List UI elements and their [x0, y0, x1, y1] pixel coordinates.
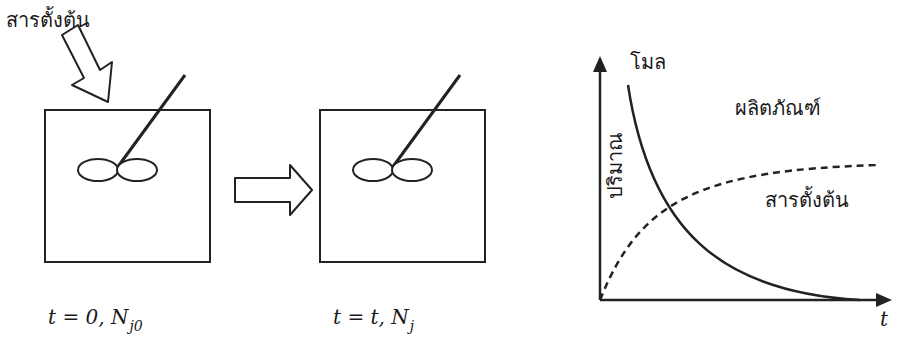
- reactor-vessel: [45, 110, 210, 262]
- impeller-blade: [78, 159, 118, 181]
- reactant-curve: [628, 85, 860, 300]
- stirrer-shaft: [117, 75, 185, 168]
- axis-title: t: [880, 307, 888, 331]
- axis-unit: โมล: [630, 50, 666, 74]
- feed-arrow: [62, 25, 112, 102]
- state-label: t = 0, N: [48, 305, 128, 329]
- time-arrow: [235, 165, 312, 215]
- subscript: j: [410, 318, 414, 335]
- stirrer-shaft: [392, 75, 460, 168]
- y-axis: [599, 68, 602, 300]
- impeller-blade: [392, 159, 432, 181]
- curve-label: ผลิตภัณฑ์: [735, 96, 821, 120]
- impeller-blade: [117, 159, 157, 181]
- subscript: j0: [129, 318, 142, 335]
- axis-title: ปริมาณ: [602, 132, 626, 199]
- axis-arrowhead: [876, 293, 892, 307]
- impeller-blade: [353, 159, 393, 181]
- reactor-vessel: [320, 110, 485, 262]
- product-curve: [600, 165, 880, 300]
- axis-arrowhead: [593, 56, 607, 72]
- feed-label: สารตั้งต้น: [6, 8, 90, 32]
- curve-label: สารตั้งต้น: [765, 188, 849, 212]
- state-label: t = t, N: [333, 305, 409, 329]
